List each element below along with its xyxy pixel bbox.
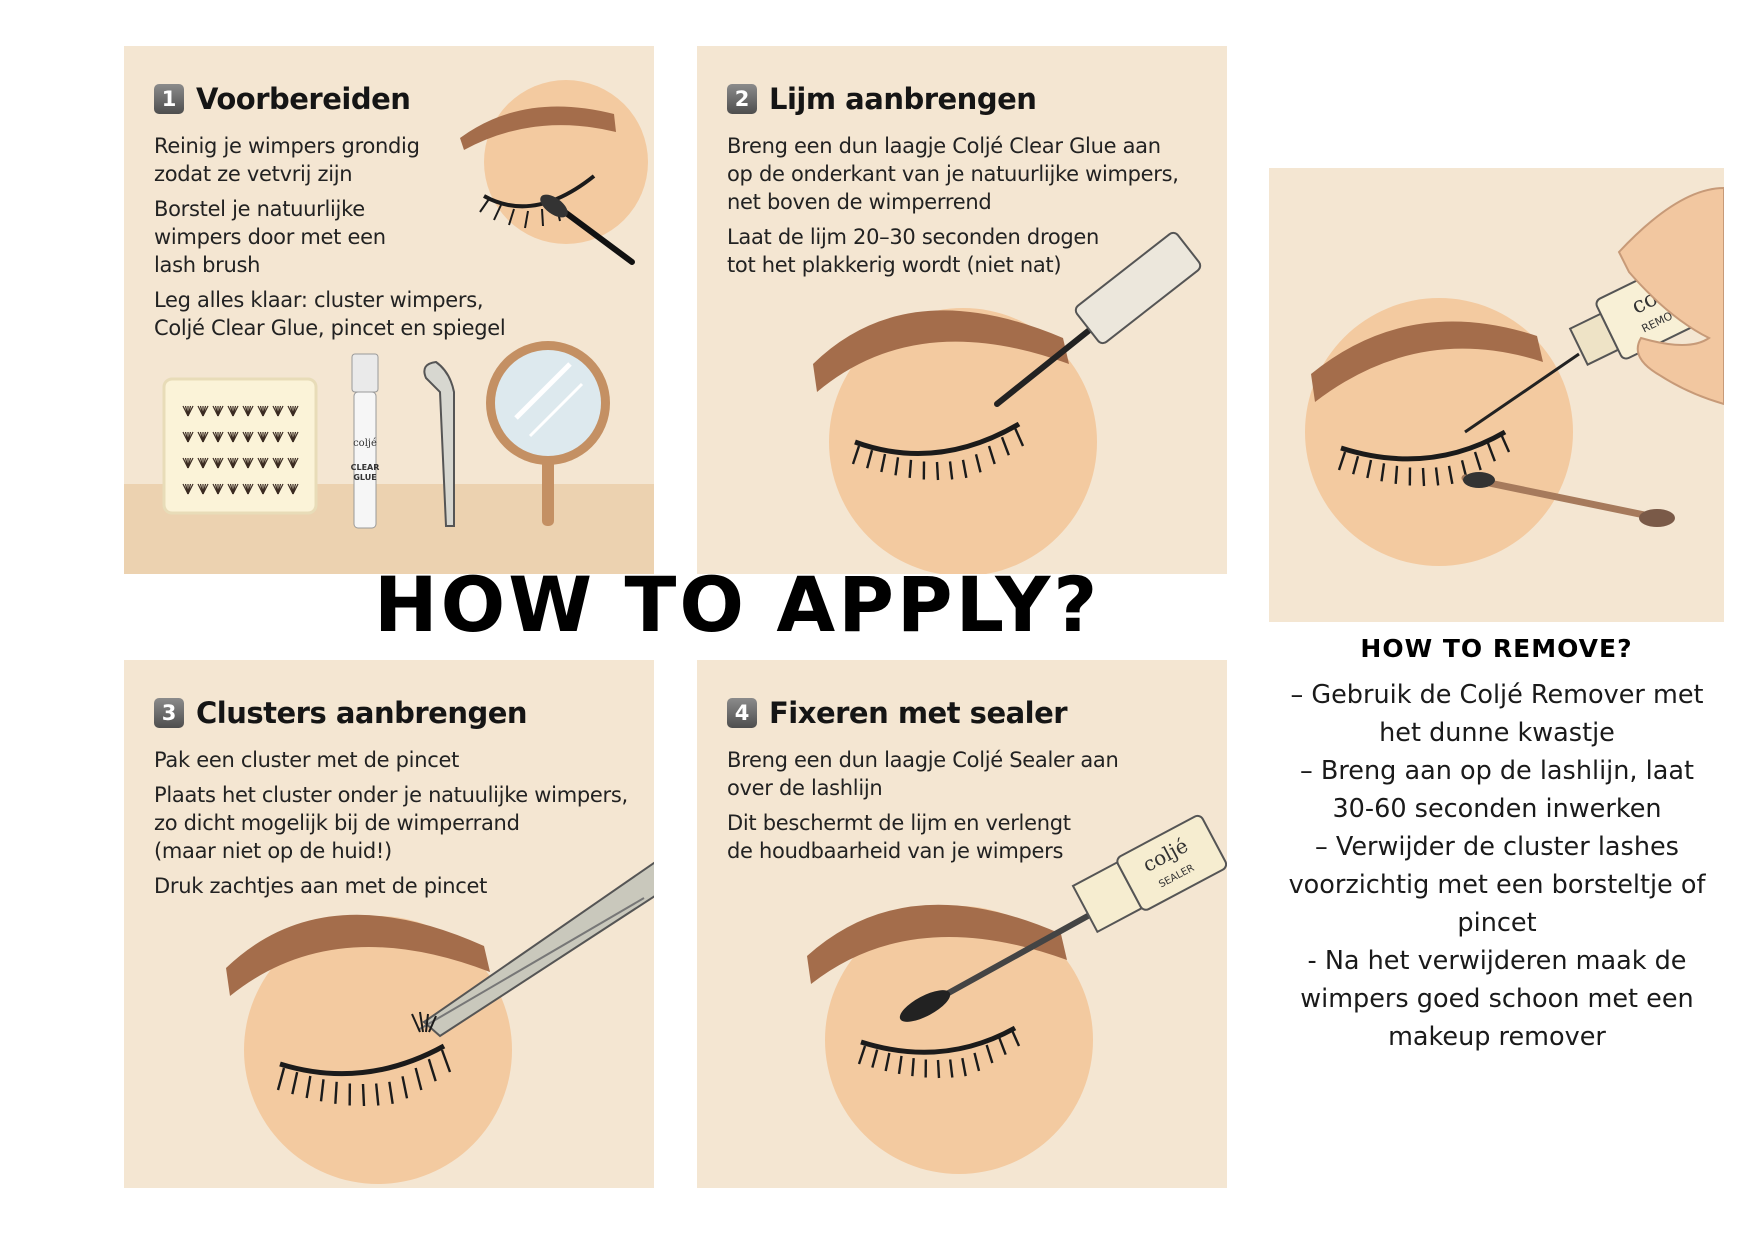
step-4-title: Fixeren met sealer [769, 696, 1068, 730]
lash-cluster [411, 1011, 437, 1033]
glue-label-line2: GLUE [353, 473, 376, 482]
step-2-panel: 2 Lijm aanbrengen Breng een dun laagje C… [697, 46, 1227, 574]
tweezers-edge [417, 897, 645, 1031]
spoolie-brush [1463, 472, 1495, 488]
step-1-instructions: Reinig je wimpers grondig zodat ze vetvr… [154, 132, 506, 349]
glue-bottle [1074, 231, 1202, 345]
spoolie-tip [1639, 509, 1675, 527]
hand [1617, 186, 1724, 406]
eyebrow [1311, 321, 1543, 402]
instruction-line: Plaats het cluster onder je natuulijke w… [154, 783, 628, 863]
eyelashes [851, 427, 1025, 481]
remove-step: – Breng aan op de lashlijn, laat 30-60 s… [1300, 756, 1694, 824]
spoolie-handle [1461, 474, 1663, 522]
face-skin [484, 80, 648, 244]
step-1-title: Voorbereiden [196, 82, 411, 116]
step-3-panel: 3 Clusters aanbrengen Pak een cluster me… [124, 660, 654, 1188]
step-1-illustration: coljé CLEAR GLUE [124, 80, 654, 574]
step-3-instructions: Pak een cluster met de pincet Plaats het… [154, 746, 628, 907]
sealer-wand-brush [899, 990, 951, 1022]
sealer-wand [922, 909, 1098, 1009]
face-skin [825, 906, 1093, 1174]
step-2-illustration [813, 231, 1202, 574]
step-2-number-badge: 2 [727, 84, 757, 114]
step-4-instructions: Breng een dun laagje Coljé Sealer aan ov… [727, 746, 1119, 872]
eyebrow [226, 914, 490, 996]
glue-cap [351, 353, 379, 393]
instruction-line: Laat de lijm 20–30 seconden drogen tot h… [727, 225, 1100, 277]
step-3-title: Clusters aanbrengen [196, 696, 528, 730]
eyelashes [857, 1027, 1021, 1079]
face-skin [244, 916, 512, 1184]
eyelashes [276, 1049, 452, 1107]
eyebrow [813, 310, 1069, 392]
remove-illustration: coljé REMOVER [1305, 186, 1724, 566]
sealer-bottle: coljé SEALER [1071, 814, 1227, 934]
closed-eye [854, 421, 1021, 456]
how-to-apply-heading: HOW TO APPLY? [374, 560, 1101, 649]
glue-brand-label: coljé [353, 438, 377, 449]
instruction-line: Druk zachtjes aan met de pincet [154, 874, 488, 898]
step-1-panel: coljé CLEAR GLUE 1 Voorbereiden Reinig j… [124, 46, 654, 574]
mirror-reflection [514, 362, 572, 420]
instruction-line: Breng een dun laagje Coljé Sealer aan ov… [727, 748, 1119, 800]
lash-cluster-grid [182, 405, 299, 495]
tweezers [423, 360, 455, 527]
eyebrow [807, 904, 1067, 984]
step-4-panel: coljé SEALER 4 Fixeren met sealer Breng … [697, 660, 1227, 1188]
closed-eye [860, 1025, 1017, 1055]
closed-eye [1340, 429, 1507, 462]
closed-eye [279, 1043, 446, 1077]
step-3-illustration [226, 861, 654, 1184]
step-4-number-badge: 4 [727, 698, 757, 728]
step-3-number-badge: 3 [154, 698, 184, 728]
step-1-header: 1 Voorbereiden [154, 82, 411, 116]
mirror-reflection [528, 382, 584, 438]
remove-panel: coljé REMOVER [1269, 168, 1724, 622]
remover-brush [1464, 352, 1580, 434]
closed-eye [483, 174, 596, 209]
instruction-line: Borstel je natuurlijke wimpers door met … [154, 197, 386, 277]
remove-step: - Na het verwijderen maak de wimpers goe… [1300, 946, 1694, 1052]
lash-brush-bristles [540, 194, 568, 218]
step-3-header: 3 Clusters aanbrengen [154, 696, 528, 730]
instruction-line: Breng een dun laagje Coljé Clear Glue aa… [727, 134, 1179, 214]
step-4-illustration: coljé SEALER [807, 814, 1227, 1174]
instruction-line: Leg alles klaar: cluster wimpers, Coljé … [154, 288, 506, 340]
instruction-line: Dit beschermt de lijm en verlengt de hou… [727, 811, 1071, 863]
remove-step: – Verwijder de cluster lashes voorzichti… [1288, 832, 1706, 938]
mirror-glass [495, 350, 601, 456]
instruction-line: Reinig je wimpers grondig zodat ze vetvr… [154, 134, 420, 186]
glue-label-line1: CLEAR [351, 463, 380, 472]
remove-step: – Gebruik de Coljé Remover met het dunne… [1290, 680, 1704, 748]
glue-bottle [353, 391, 377, 529]
eyebrow [460, 106, 616, 150]
step-4-header: 4 Fixeren met sealer [727, 696, 1068, 730]
step-2-header: 2 Lijm aanbrengen [727, 82, 1037, 116]
mirror-handle [542, 452, 554, 526]
eyelashes [1337, 433, 1511, 487]
how-to-remove-heading: HOW TO REMOVE? [1360, 634, 1633, 663]
instruction-line: Pak een cluster met de pincet [154, 748, 460, 772]
step-2-instructions: Breng een dun laagje Coljé Clear Glue aa… [727, 132, 1179, 286]
step-1-number-badge: 1 [154, 84, 184, 114]
step-2-title: Lijm aanbrengen [769, 82, 1037, 116]
remove-instructions: – Gebruik de Coljé Remover met het dunne… [1280, 676, 1714, 1056]
